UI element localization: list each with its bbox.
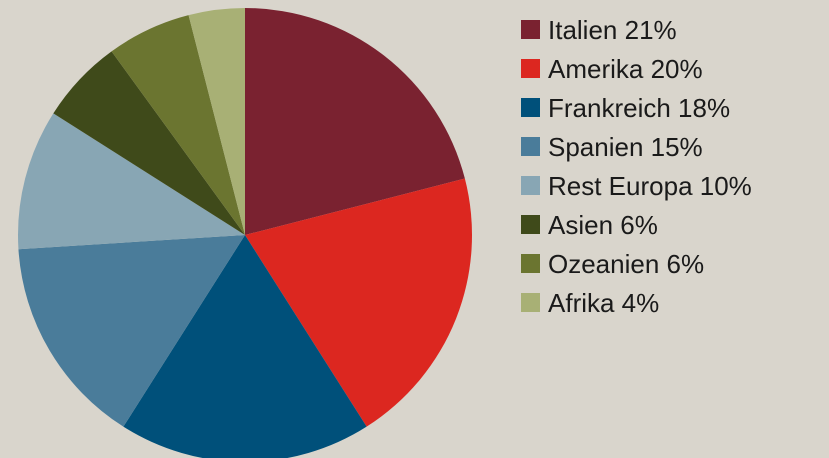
legend-label-spanien: Spanien 15% xyxy=(548,131,703,162)
legend-label-rest-europa: Rest Europa 10% xyxy=(548,170,752,201)
legend-swatch-afrika xyxy=(521,293,540,312)
pie-slice-ozeanien xyxy=(111,15,245,235)
legend-item-rest-europa: Rest Europa 10% xyxy=(521,166,821,205)
legend-item-ozeanien: Ozeanien 6% xyxy=(521,244,821,283)
pie-slice-italien xyxy=(245,8,465,235)
legend-label-afrika: Afrika 4% xyxy=(548,287,660,318)
legend-swatch-rest-europa xyxy=(521,176,540,195)
pie-slice-rest-europa xyxy=(18,113,245,250)
legend-item-afrika: Afrika 4% xyxy=(521,283,821,322)
chart-legend: Italien 21% Amerika 20% Frankreich 18% S… xyxy=(521,10,821,322)
pie-slice-afrika xyxy=(188,8,245,235)
legend-label-amerika: Amerika 20% xyxy=(548,53,703,84)
legend-swatch-spanien xyxy=(521,137,540,156)
legend-item-frankreich: Frankreich 18% xyxy=(521,88,821,127)
legend-label-frankreich: Frankreich 18% xyxy=(548,92,731,123)
pie-slice-frankreich xyxy=(123,235,367,458)
legend-item-amerika: Amerika 20% xyxy=(521,49,821,88)
legend-label-italien: Italien 21% xyxy=(548,14,677,45)
pie-slice-asien xyxy=(53,51,246,235)
legend-label-ozeanien: Ozeanien 6% xyxy=(548,248,705,279)
pie-slice-amerika xyxy=(245,178,472,427)
legend-swatch-amerika xyxy=(521,59,540,78)
pie-slice-spanien xyxy=(18,235,246,427)
legend-swatch-italien xyxy=(521,20,540,39)
legend-label-asien: Asien 6% xyxy=(548,209,658,240)
legend-item-asien: Asien 6% xyxy=(521,205,821,244)
legend-swatch-ozeanien xyxy=(521,254,540,273)
legend-swatch-asien xyxy=(521,215,540,234)
legend-swatch-frankreich xyxy=(521,98,540,117)
legend-item-italien: Italien 21% xyxy=(521,10,821,49)
legend-item-spanien: Spanien 15% xyxy=(521,127,821,166)
